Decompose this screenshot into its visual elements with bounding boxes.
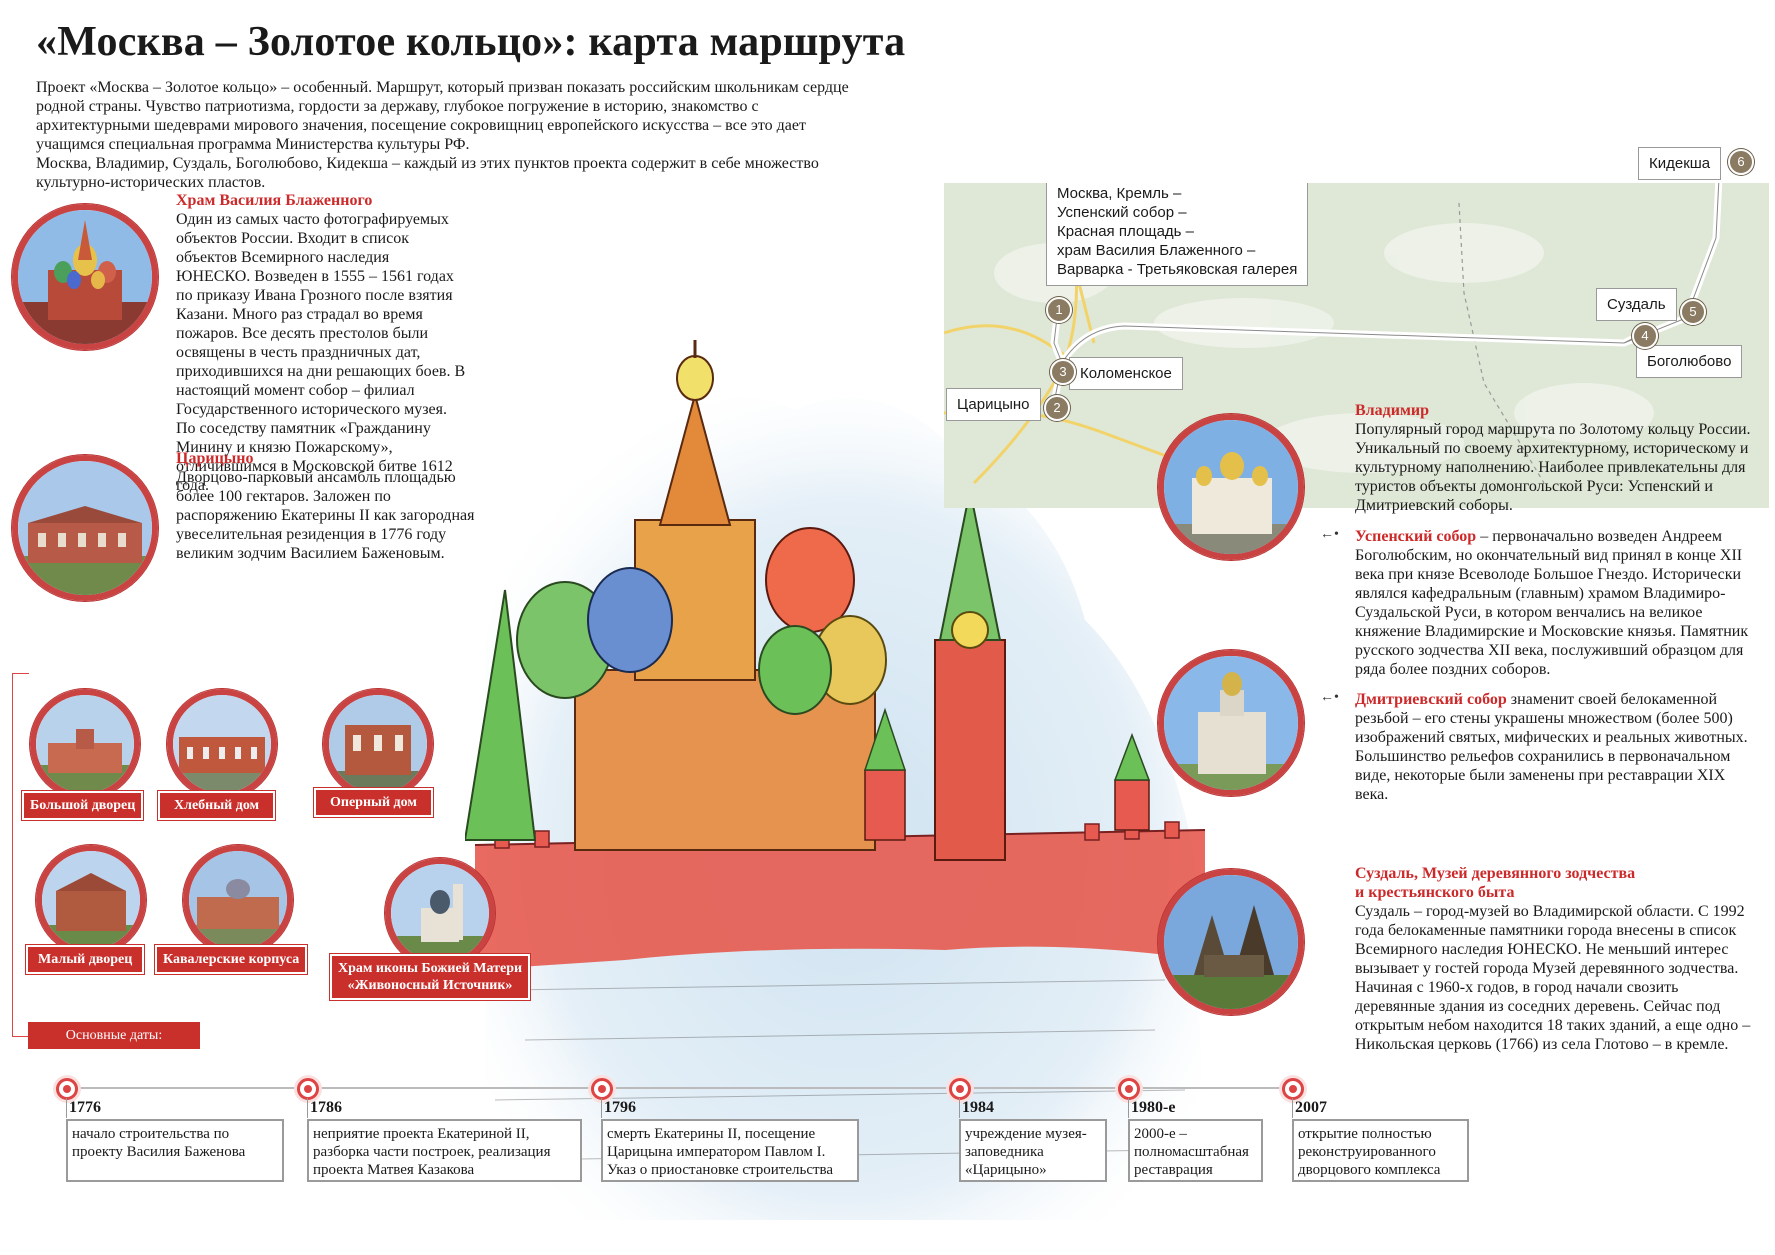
tsaritsyno-title: Царицыно <box>176 450 254 467</box>
label-cavalry: Кавалерские корпуса <box>155 945 308 974</box>
map-label-tsaritsyno: Царицыно <box>946 388 1041 421</box>
timeline-box: открытие полностью реконструированного д… <box>1292 1119 1469 1182</box>
timeline-dot-1984 <box>949 1078 971 1100</box>
page-title: «Москва – Золотое кольцо»: карта маршрут… <box>36 19 906 65</box>
timeline-dot-1786 <box>297 1078 319 1100</box>
uspensky-paragraph: Успенский собор – первоначально возведен… <box>1355 527 1755 679</box>
timeline-year: 2007 <box>1295 1099 1327 1116</box>
bullet-arrow-icon: ←• <box>1320 527 1339 542</box>
timeline-box: 2000-е – полномасштабная реставрация <box>1128 1119 1263 1182</box>
timeline-year: 1786 <box>310 1099 342 1116</box>
photo-suzdal <box>1158 869 1304 1015</box>
label-opera-house: Оперный дом <box>314 788 433 817</box>
label-big-palace: Большой дворец <box>22 791 144 820</box>
timeline-box: начало строительства по проекту Василия … <box>66 1119 284 1182</box>
timeline-dot-1980s <box>1118 1078 1140 1100</box>
suzdal-title-line1: Суздаль, Музей деревянного зодчества <box>1355 865 1636 882</box>
label-church-line2: «Живоносный Источник» <box>347 978 513 993</box>
map-pin-2: 2 <box>1044 395 1070 421</box>
tsaritsyno-section: Царицыно Дворцово-парковый ансамбль площ… <box>176 449 476 563</box>
timeline-tick <box>307 1098 308 1118</box>
connector-line <box>12 673 29 1037</box>
uspensky-section: Успенский собор – первоначально возведен… <box>1355 527 1755 679</box>
map-label-bogolyubovo: Боголюбово <box>1636 345 1743 378</box>
timeline-tick <box>1128 1098 1129 1118</box>
timeline-line <box>62 1087 1292 1089</box>
uspensky-title: Успенский собор <box>1355 528 1477 545</box>
suzdal-section: Суздаль, Музей деревянного зодчества и к… <box>1355 864 1760 1054</box>
map-pin-5: 5 <box>1680 299 1706 325</box>
vasily-section: Храм Василия Блаженного Один из самых ча… <box>176 191 466 495</box>
tsaritsyno-text: Дворцово-парковый ансамбль площадью боле… <box>176 469 475 562</box>
label-church-source: Храм иконы Божией Матери «Живоносный Ист… <box>330 954 531 1000</box>
label-bread-house: Хлебный дом <box>158 791 276 820</box>
intro-paragraph-1: Проект «Москва – Золотое кольцо» – особе… <box>36 79 849 153</box>
photo-vladimir <box>1158 414 1304 560</box>
timeline-year: 1984 <box>962 1099 994 1116</box>
uspensky-text: – первоначально возведен Андреем Боголюб… <box>1355 528 1749 678</box>
vasily-text: Один из самых часто фотографируемых объе… <box>176 211 466 494</box>
map-moscow-line: Варварка - Третьяковская галерея <box>1057 261 1298 278</box>
timeline-dot-2007 <box>1282 1078 1304 1100</box>
label-small-palace: Малый дворец <box>26 945 145 974</box>
map-moscow-line: Успенский собор – <box>1057 204 1187 221</box>
map-pin-1: 1 <box>1046 297 1072 323</box>
map-moscow-line: Красная площадь – <box>1057 223 1194 240</box>
photo-st-basils <box>12 204 158 350</box>
bullet-arrow-icon: ←• <box>1320 690 1339 705</box>
timeline-tick <box>1292 1098 1293 1118</box>
timeline-year: 1796 <box>604 1099 636 1116</box>
dmitrievsky-title: Дмитриевский собор <box>1355 691 1507 708</box>
photo-big-palace <box>30 689 140 799</box>
vladimir-title: Владимир <box>1355 402 1429 419</box>
timeline-tick <box>959 1098 960 1118</box>
intro-text: Проект «Москва – Золотое кольцо» – особе… <box>36 78 866 192</box>
dmitrievsky-text: знаменит своей белокаменной резьбой – ег… <box>1355 691 1748 803</box>
map-moscow-line: Москва, Кремль – <box>1057 185 1182 202</box>
map-pin-6: 6 <box>1728 149 1754 175</box>
timeline-year: 1980-е <box>1131 1099 1176 1116</box>
intro-paragraph-2: Москва, Владимир, Суздаль, Боголюбово, К… <box>36 155 819 191</box>
timeline-box: учреждение музея-заповедника «Царицыно» <box>959 1119 1107 1182</box>
vasily-title: Храм Василия Блаженного <box>176 192 373 209</box>
timeline-box: смерть Екатерины II, посещение Царицына … <box>601 1119 859 1182</box>
map-pin-3: 3 <box>1050 359 1076 385</box>
photo-dmitrievsky <box>1158 650 1304 796</box>
timeline-box: неприятие проекта Екатериной II, разборк… <box>307 1119 582 1182</box>
map-label-suzdal: Суздаль <box>1596 288 1677 321</box>
map-moscow-box: Москва, Кремль – Успенский собор – Красн… <box>1046 183 1309 286</box>
photo-cavalry <box>183 845 293 955</box>
map-label-kolomenskoe: Коломенское <box>1069 357 1183 390</box>
dmitrievsky-paragraph: Дмитриевский собор знаменит своей белока… <box>1355 690 1760 804</box>
suzdal-title-line2: и крестьянского быта <box>1355 884 1515 901</box>
photo-small-palace <box>36 845 146 955</box>
timeline-tick <box>601 1098 602 1118</box>
timeline-year: 1776 <box>69 1099 101 1116</box>
vladimir-text: Популярный город маршрута по Золотому ко… <box>1355 421 1751 514</box>
photo-church-source <box>385 858 495 968</box>
photo-bread-house <box>167 689 277 799</box>
timeline-tick <box>66 1098 67 1118</box>
route-map: Москва, Кремль – Успенский собор – Красн… <box>944 183 1769 508</box>
photo-opera-house <box>323 689 433 799</box>
map-pin-4: 4 <box>1632 323 1658 349</box>
dates-label: Основные даты: <box>28 1022 200 1049</box>
label-church-line1: Храм иконы Божией Матери <box>338 961 523 976</box>
map-label-kideksha: Кидекша <box>1638 147 1722 180</box>
st-basils-illustration <box>465 340 1206 1221</box>
timeline-dot-1776 <box>56 1078 78 1100</box>
vladimir-section: Владимир Популярный город маршрута по Зо… <box>1355 401 1755 515</box>
map-moscow-line: храм Василия Блаженного – <box>1057 242 1256 259</box>
timeline-dot-1796 <box>591 1078 613 1100</box>
suzdal-text: Суздаль – город-музей во Владимирской об… <box>1355 903 1751 1053</box>
dmitrievsky-section: Дмитриевский собор знаменит своей белока… <box>1355 690 1760 804</box>
photo-tsaritsyno <box>12 455 158 601</box>
